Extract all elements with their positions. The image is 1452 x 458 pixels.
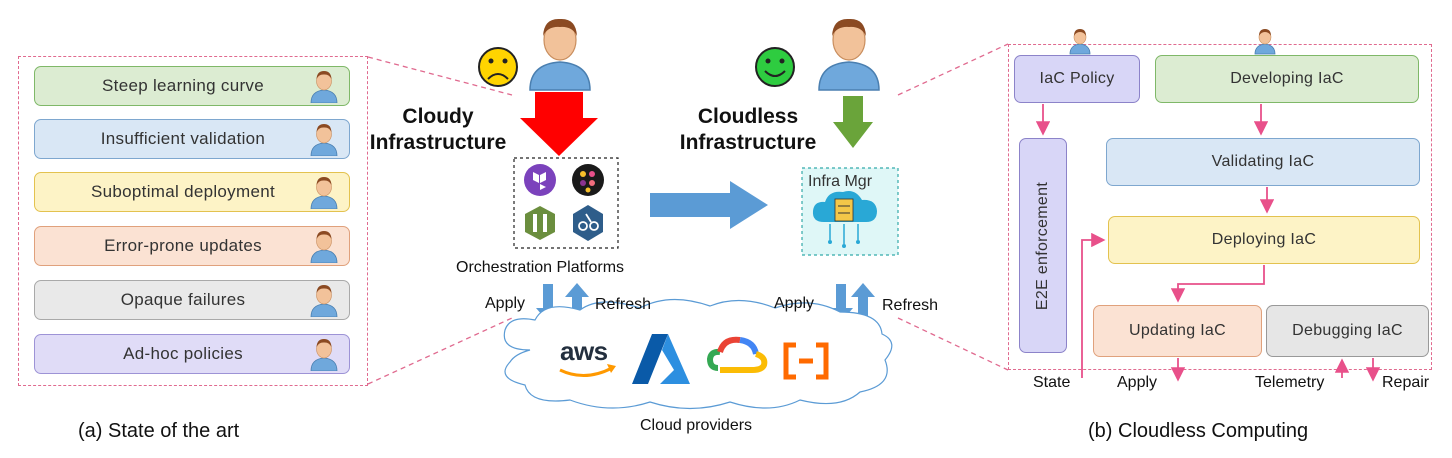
refresh-label-left: Refresh bbox=[595, 296, 652, 313]
orchestration-platforms-label: Orchestration Platforms bbox=[456, 259, 625, 276]
cloud-providers-label: Cloud providers bbox=[640, 417, 753, 434]
challenge-label: Opaque failures bbox=[120, 290, 246, 309]
challenge-label: Steep learning curve bbox=[102, 76, 264, 95]
challenge-item: Suboptimal deployment bbox=[34, 172, 350, 212]
user-icon-developing bbox=[1254, 29, 1276, 55]
challenge-item: Error-prone updates bbox=[34, 226, 350, 266]
state-label: State bbox=[1033, 374, 1071, 391]
challenge-item: Insufficient validation bbox=[34, 119, 350, 159]
alibaba-cloud-logo-icon bbox=[783, 342, 829, 380]
challenges-panel bbox=[18, 56, 368, 386]
user-icon bbox=[310, 177, 338, 209]
blue-right-arrow bbox=[650, 181, 768, 229]
challenge-label: Error-prone updates bbox=[104, 236, 262, 255]
pulumi-icon bbox=[572, 164, 604, 196]
repair-label: Repair bbox=[1382, 374, 1430, 391]
debugging-iac-box: Debugging IaC bbox=[1266, 305, 1429, 357]
happy-face-icon bbox=[755, 47, 795, 87]
user-icon bbox=[310, 71, 338, 103]
cloudy-title-text: Cloudy Infrastructure bbox=[369, 105, 507, 154]
cloudy-infrastructure-title: Cloudy Infrastructure bbox=[368, 104, 508, 156]
user-icon bbox=[310, 339, 338, 371]
developing-iac-box: Developing IaC bbox=[1155, 55, 1419, 103]
aws-logo-icon bbox=[559, 364, 616, 377]
crossplane-icon bbox=[573, 205, 603, 241]
challenge-label: Insufficient validation bbox=[100, 129, 266, 148]
challenge-item: Steep learning curve bbox=[34, 66, 350, 106]
sad-face-icon bbox=[478, 47, 518, 87]
challenge-label: Ad-hoc policies bbox=[123, 344, 243, 363]
refresh-label-right: Refresh bbox=[882, 297, 939, 314]
iac-policy-box: IaC Policy bbox=[1014, 55, 1140, 103]
cloudless-infrastructure-title: Cloudless Infrastructure bbox=[664, 104, 832, 156]
google-cloud-logo-icon bbox=[706, 336, 768, 373]
infra-mgr-label: Infra Mgr bbox=[808, 173, 873, 190]
e2e-enforcement-box: E2E enforcement bbox=[1019, 138, 1067, 353]
aws-text: aws bbox=[560, 336, 608, 366]
red-down-arrow bbox=[520, 92, 598, 156]
opentofu-icon bbox=[525, 206, 555, 240]
challenge-label: Suboptimal deployment bbox=[91, 182, 275, 201]
cloudless-title-text: Cloudless Infrastructure bbox=[679, 105, 817, 154]
cloudless-panel bbox=[1008, 44, 1432, 370]
telemetry-label: Telemetry bbox=[1255, 374, 1325, 391]
terraform-icon bbox=[524, 164, 556, 196]
user-icon-cloudless bbox=[818, 18, 880, 91]
refresh-arrow-right bbox=[851, 283, 875, 322]
user-icon bbox=[310, 285, 338, 317]
refresh-arrow-left bbox=[565, 283, 589, 322]
user-icon bbox=[310, 231, 338, 263]
deploying-iac-box: Deploying IaC bbox=[1108, 216, 1420, 264]
caption-cloudless-computing: (b) Cloudless Computing bbox=[1088, 420, 1309, 442]
user-icon bbox=[310, 124, 338, 156]
user-icon-cloudy bbox=[529, 18, 591, 91]
challenge-item: Opaque failures bbox=[34, 280, 350, 320]
validating-iac-box: Validating IaC bbox=[1106, 138, 1420, 186]
cloud-providers-outline bbox=[503, 298, 893, 410]
green-down-arrow bbox=[833, 96, 873, 148]
azure-logo-icon bbox=[632, 334, 690, 384]
apply-label-right: Apply bbox=[774, 295, 815, 312]
apply-label-left: Apply bbox=[485, 295, 526, 312]
challenge-item: Ad-hoc policies bbox=[34, 334, 350, 374]
cloud-server-icon bbox=[812, 191, 877, 248]
caption-state-of-art: (a) State of the art bbox=[78, 420, 240, 442]
user-icon-policy bbox=[1069, 29, 1091, 55]
updating-iac-box: Updating IaC bbox=[1093, 305, 1262, 357]
apply-label-panel: Apply bbox=[1117, 374, 1158, 391]
